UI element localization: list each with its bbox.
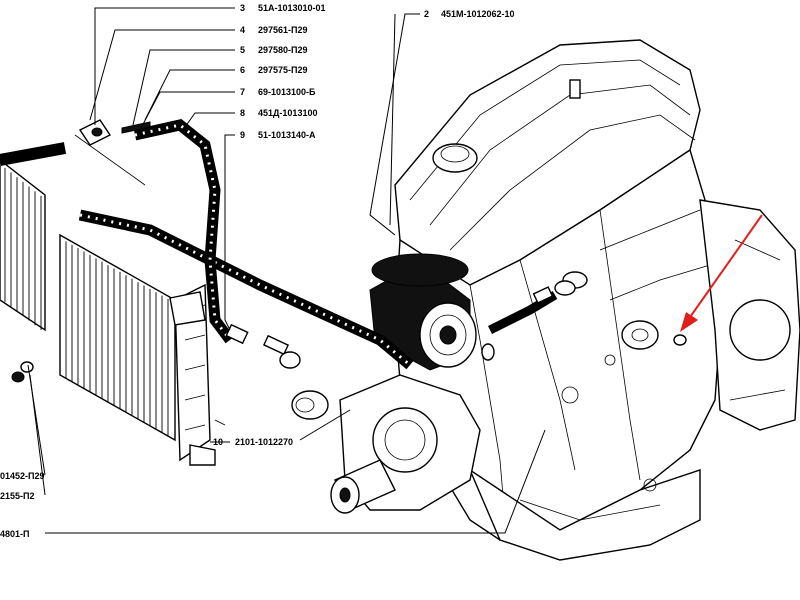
callout-number: 9 <box>240 130 245 140</box>
oil-cooler-radiator <box>0 159 226 466</box>
part-code-label: 51-1013140-А <box>258 130 316 140</box>
part-code-label: 51А-1013010-01 <box>258 3 326 13</box>
callout-number: 6 <box>240 65 245 75</box>
part-code-label: 297575-П29 <box>258 65 308 75</box>
engine-block <box>291 39 800 561</box>
callout-number: 5 <box>240 45 245 55</box>
part-code-label: 451М-1012062-10 <box>441 9 515 19</box>
leader-lines <box>27 7 546 534</box>
part-code-label: 2155-П2 <box>0 491 35 501</box>
part-code-label: 297580-П29 <box>258 45 308 55</box>
callout-number: 7 <box>240 87 245 97</box>
part-code-label: 69-1013100-Б <box>258 87 316 97</box>
part-code-label: 2101-1012270 <box>235 437 293 447</box>
callout-number: 8 <box>240 108 245 118</box>
part-code-label: 297561-П29 <box>258 25 308 35</box>
callout-number: 2 <box>424 9 429 19</box>
part-code-label: 451Д-1013100 <box>258 108 317 118</box>
part-code-label: 4801-П <box>0 529 30 539</box>
highlight-arrow <box>680 214 763 332</box>
callout-labels: 3 51А-1013010-01 4 297561-П29 5 297580-П… <box>0 3 515 539</box>
oil-filter <box>369 253 477 371</box>
callout-number: 4 <box>240 25 245 35</box>
callout-number: 10 <box>213 437 223 447</box>
part-code-label: 01452-П29 <box>0 471 45 481</box>
callout-number: 3 <box>240 3 245 13</box>
